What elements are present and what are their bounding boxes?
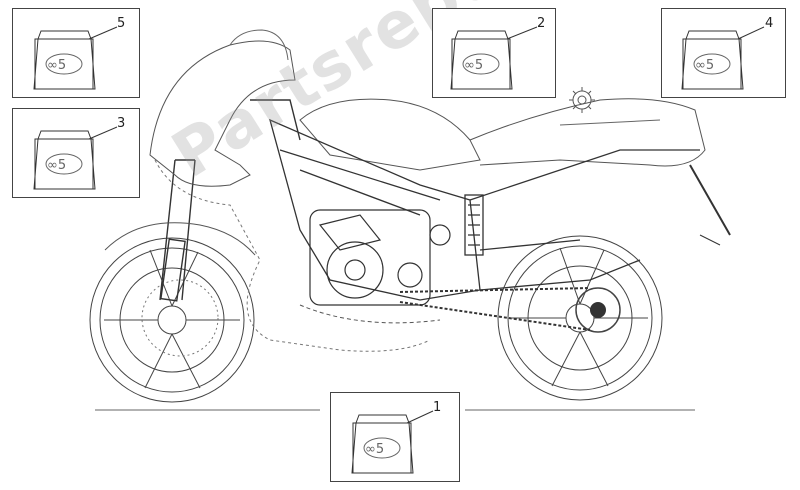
decal-kit-icon: ∞5 [33,126,118,190]
handlebar [250,99,301,141]
callout-box-4[interactable]: ∞5 4 [661,8,786,98]
svg-text:∞5: ∞5 [365,442,384,457]
front-fork [159,159,196,302]
callout-number-4: 4 [765,16,774,31]
main-frame [269,118,700,301]
rear-sprocket [575,287,621,333]
callout-box-2[interactable]: ∞5 2 [432,8,556,98]
seat-tail [469,98,706,167]
decal-kit-icon: ∞5 [33,26,118,90]
svg-text:∞5: ∞5 [464,58,483,73]
svg-text:∞5: ∞5 [47,58,66,73]
decal-kit-icon: ∞5 [681,26,765,90]
svg-text:∞5: ∞5 [47,158,66,173]
drive-chain [399,287,591,331]
callout-box-5[interactable]: ∞5 5 [12,8,140,98]
decal-kit-icon: ∞5 [351,410,434,474]
callout-number-5: 5 [117,16,126,31]
front-fender [104,222,256,256]
svg-text:∞5: ∞5 [695,58,714,73]
front-fairing [149,40,296,187]
callout-box-1[interactable]: ∞5 1 [330,392,460,482]
rear-shock [464,194,484,256]
callout-number-2: 2 [537,16,546,31]
rear-wheel [497,235,663,401]
decal-kit-icon: ∞5 [450,26,538,90]
exhaust-pipe [299,304,441,324]
gear-icon [569,87,595,113]
front-brake-disc [141,279,219,357]
callout-number-1: 1 [433,400,442,415]
license-plate-hanger [689,164,731,236]
front-wheel [89,237,255,403]
engine-block [309,209,451,306]
fuel-tank [299,98,481,171]
callout-number-3: 3 [117,116,126,131]
callout-box-3[interactable]: ∞5 3 [12,108,140,198]
